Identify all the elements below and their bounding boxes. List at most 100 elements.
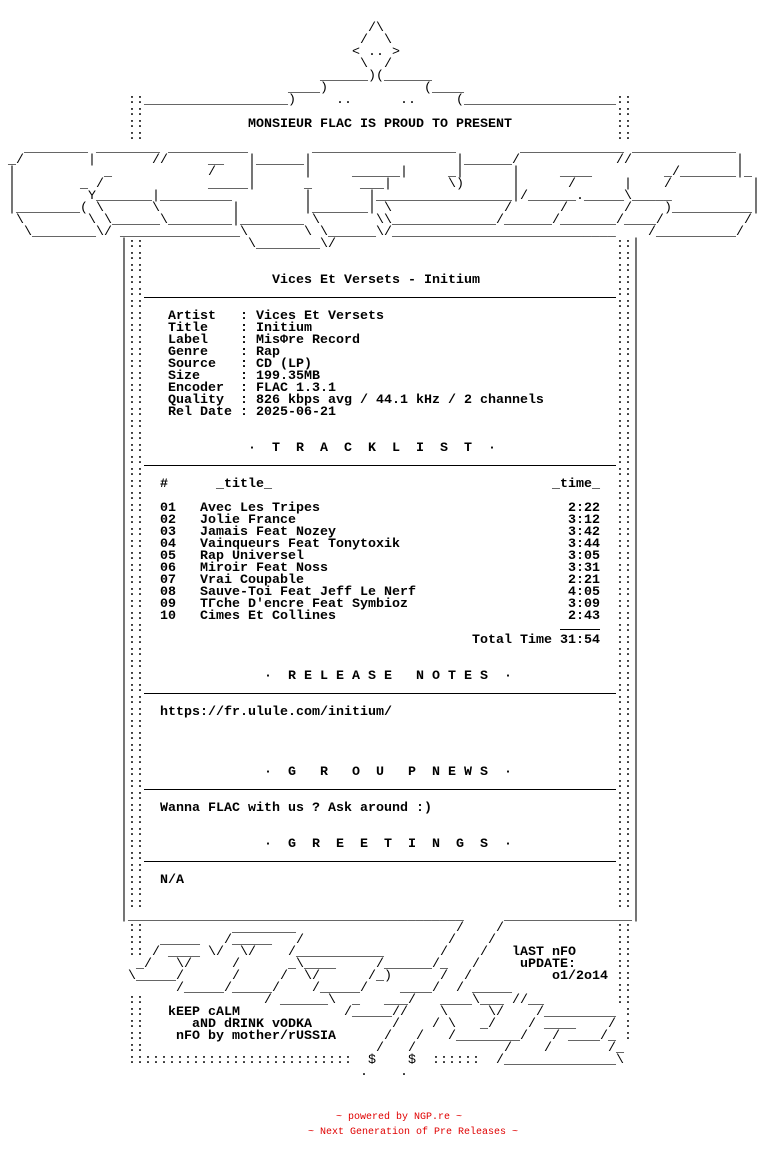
track-time: 3:09	[568, 597, 600, 612]
info-label: Source	[168, 357, 216, 372]
track-time: 4:05	[568, 585, 600, 600]
info-value: FLAC 1.3.1	[240, 382, 336, 395]
ascii-art-fragment: ________ ________ __________	[24, 141, 248, 156]
update-label: uPDATE:	[520, 957, 576, 972]
ascii-art-fragment: / ______\	[264, 993, 336, 1008]
ascii-art-fragment: /	[384, 1029, 392, 1044]
divider	[144, 861, 616, 862]
box-border-right: ::| ::| ::| ::| ::| ::| ::| ::| ::| ::| …	[616, 249, 640, 912]
ascii-art-fragment: ___|	[360, 177, 392, 192]
ascii-art-fragment: //	[152, 153, 168, 168]
info-value: 2025-06-21	[240, 406, 336, 419]
ascii-art-fragment: \	[440, 1005, 448, 1020]
ascii-art-fragment: ::	[128, 105, 144, 120]
ascii-art-fragment: |	[304, 165, 312, 180]
ascii-art-fragment: ::	[616, 945, 632, 960]
powered-by-link[interactable]: ~ powered by NGP.re ~	[336, 1112, 463, 1123]
ascii-art-fragment: :: / ____ \/	[128, 945, 224, 960]
tracklist-heading: · T R A C K L I S T ·	[248, 441, 496, 456]
group-news-text: Wanna FLAC with us ? Ask around :)	[160, 801, 432, 816]
track-number: 03	[160, 525, 176, 540]
ascii-art-fragment: \/	[304, 969, 320, 984]
track-time: 2:43	[568, 609, 600, 624]
ascii-art-fragment: ______|	[352, 165, 408, 180]
total-underline	[560, 629, 600, 630]
ascii-art-fragment: < .. >	[352, 45, 400, 60]
ascii-art-fragment: /	[360, 33, 368, 48]
keep-calm-text: kEEP cALM	[168, 1005, 240, 1020]
ascii-art-fragment: \/	[240, 945, 256, 960]
track-title: Miroir Feat Noss	[200, 561, 328, 576]
col-time-header: _time_	[552, 477, 600, 492]
info-label: Title	[168, 321, 208, 336]
ascii-art-fragment: \________\/ _______________\	[24, 225, 248, 240]
ascii-art-fragment: /	[472, 957, 480, 972]
track-number: 07	[160, 573, 176, 588]
ascii-art-fragment: /	[440, 945, 448, 960]
ascii-art-fragment: /	[504, 1041, 512, 1056]
info-value: MisΦre Record	[240, 334, 360, 347]
ascii-art-fragment: /	[568, 177, 576, 192]
ascii-art-fragment: |______/	[456, 153, 520, 168]
ascii-art-fragment: ::	[616, 957, 632, 972]
ascii-art-fragment: (____	[424, 81, 464, 96]
track-number: 04	[160, 537, 176, 552]
ascii-art-fragment: ..	[336, 93, 352, 108]
vodka-text: aND dRINK vODKA	[192, 1017, 312, 1032]
ascii-art-fragment: ::	[128, 129, 144, 144]
ascii-art-fragment: /	[560, 201, 568, 216]
ascii-art-fragment: /\	[368, 21, 384, 36]
track-number: 05	[160, 549, 176, 564]
track-time: 2:21	[568, 573, 600, 588]
ascii-art-fragment: / ____/_ :	[552, 1029, 632, 1044]
ascii-art-fragment: _____|	[208, 177, 256, 192]
info-value: Vices Et Versets	[240, 310, 384, 323]
ascii-art-fragment: ________________|	[504, 909, 640, 924]
ascii-art-fragment: //	[616, 153, 632, 168]
ascii-art-fragment: \	[152, 201, 160, 216]
ascii-art-fragment: ::	[128, 117, 144, 132]
track-title: Vainqueurs Feat Tonytoxik	[200, 537, 400, 552]
info-value: CD (LP)	[240, 358, 312, 371]
ascii-art-fragment: Y_______|_________	[88, 189, 232, 204]
track-number: 01	[160, 501, 176, 516]
ascii-art-fragment: /	[504, 201, 512, 216]
ascii-art-fragment: _/	[480, 1017, 496, 1032]
ascii-art-fragment: /	[456, 921, 464, 936]
ascii-art-fragment: |_______| \	[304, 201, 392, 216]
ascii-art-fragment: |::	[120, 237, 144, 252]
ascii-art-fragment: ::::::::::::::::::::::::::::	[128, 1053, 352, 1068]
ascii-art-fragment: |	[88, 153, 96, 168]
ascii-art-fragment: /	[384, 57, 392, 72]
release-notes-url[interactable]: https://fr.ulule.com/initium/	[160, 705, 392, 720]
last-nfo-label: lAST nFO	[512, 945, 576, 960]
ascii-art-fragment: /	[624, 201, 632, 216]
ascii-art-fragment: ::|	[616, 237, 640, 252]
ascii-art-fragment: /__________/	[648, 225, 744, 240]
divider	[144, 693, 616, 694]
ascii-art-fragment: _/	[136, 957, 152, 972]
nfo-credit: nFO by mother/rUSSIA	[176, 1029, 336, 1044]
ascii-art-fragment: / \	[432, 1017, 456, 1032]
track-number: 06	[160, 561, 176, 576]
ascii-art-fragment: /	[480, 945, 488, 960]
track-time: 3:05	[568, 549, 600, 564]
ascii-art-fragment: (___________________::	[456, 93, 632, 108]
col-num-header: #	[160, 477, 168, 492]
ascii-art-fragment: _____	[160, 933, 200, 948]
ascii-art-fragment: _ /	[80, 177, 104, 192]
info-value: Initium	[240, 322, 312, 335]
release-title: Vices Et Versets - Initium	[272, 273, 480, 288]
ascii-art-fragment: __	[208, 153, 224, 168]
ascii-art-fragment: ::	[616, 129, 632, 144]
ascii-art-fragment: /	[232, 969, 240, 984]
ascii-art-fragment: ::	[128, 921, 144, 936]
ascii-art-fragment: ____)	[288, 81, 328, 96]
ascii-art-fragment: |_______________________________________…	[120, 909, 464, 924]
ascii-art-fragment: ..	[400, 93, 416, 108]
ascii-art-fragment: ::	[128, 1041, 144, 1056]
ascii-art-fragment: ::	[616, 969, 632, 984]
greetings-heading: · G R E E T I N G S ·	[264, 837, 512, 852]
track-title: Cimes Et Collines	[200, 609, 336, 624]
info-label: Quality	[168, 393, 224, 408]
